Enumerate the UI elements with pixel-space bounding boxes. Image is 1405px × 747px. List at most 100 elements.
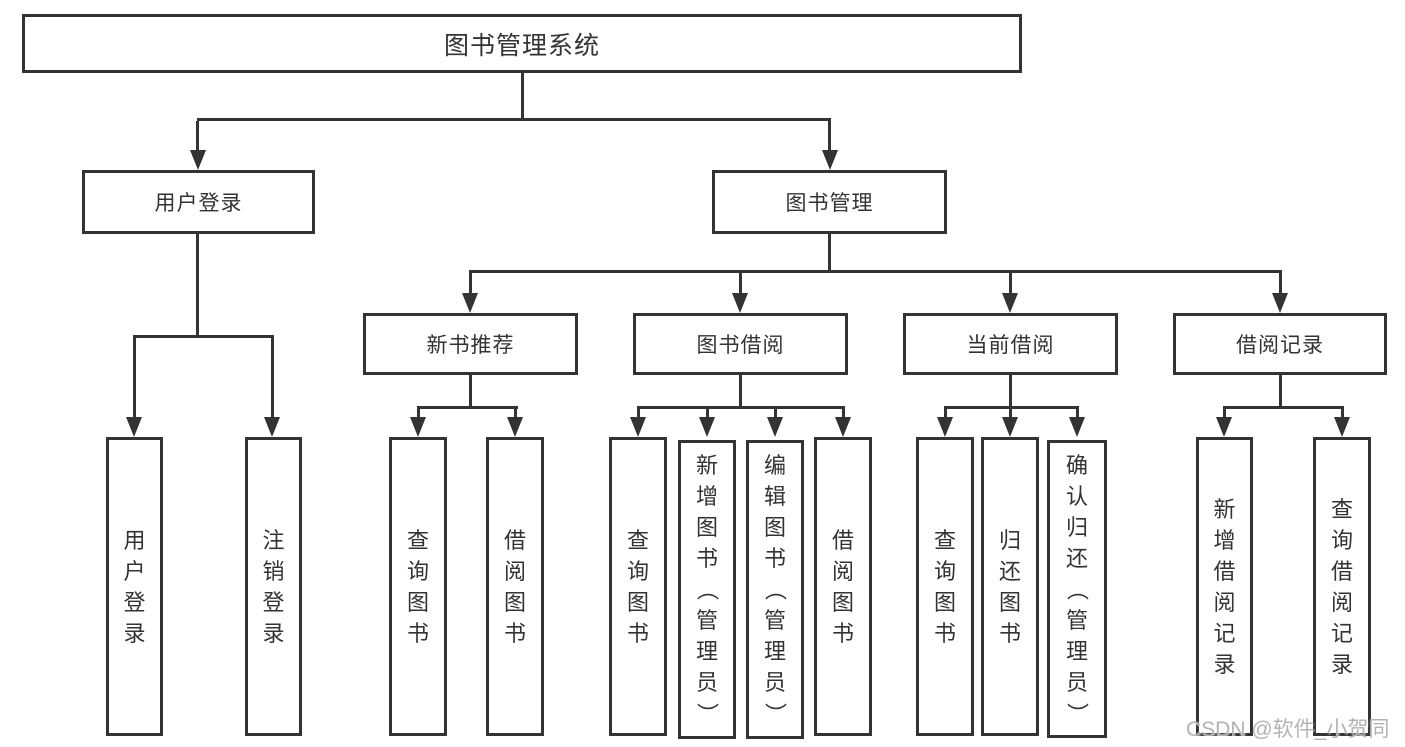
arrow-down-icon xyxy=(699,417,715,437)
vertical-char: 记 xyxy=(1213,620,1236,646)
node-current-borrow: 当前借阅 xyxy=(903,313,1118,375)
vertical-char: 归 xyxy=(998,527,1021,553)
vertical-char: 注 xyxy=(262,527,285,553)
arrow-down-icon xyxy=(822,150,838,170)
connector-line xyxy=(1076,409,1079,418)
arrow-down-icon xyxy=(190,150,206,170)
arrow-down-icon xyxy=(732,293,748,313)
node-borrow-records-label: 借阅记录 xyxy=(1236,334,1324,357)
leaf-user-login: 用户登录 xyxy=(106,437,163,736)
vertical-char: 还 xyxy=(998,558,1021,584)
vertical-char: 确 xyxy=(1065,452,1088,478)
vertical-char: 新 xyxy=(695,453,718,478)
connector-line xyxy=(133,338,136,418)
vertical-char: 图 xyxy=(831,589,854,615)
vertical-char: 户 xyxy=(123,558,146,584)
arrow-down-icon xyxy=(1002,293,1018,313)
node-new-book-recommend-label: 新书推荐 xyxy=(426,334,515,357)
vertical-char: 书 xyxy=(831,620,854,646)
vertical-char: 书 xyxy=(763,546,786,571)
vertical-char: 图 xyxy=(763,515,786,540)
vertical-char: 理 xyxy=(695,639,718,664)
vertical-char: 录 xyxy=(262,620,285,646)
leaf-borrow-books-recommend: 借阅图书 xyxy=(486,437,544,736)
node-book-borrow: 图书借阅 xyxy=(633,313,848,375)
connector-line xyxy=(828,121,831,152)
node-user-login-branch: 用户登录 xyxy=(82,170,315,234)
vertical-char: 图 xyxy=(933,589,956,615)
vertical-char: 辑 xyxy=(763,484,786,509)
connector-line xyxy=(197,118,831,121)
vertical-char: 询 xyxy=(406,558,429,584)
vertical-char: 阅 xyxy=(503,558,526,584)
vertical-char: 管 xyxy=(1065,607,1088,633)
vertical-char: ） xyxy=(762,702,788,725)
connector-line xyxy=(1009,375,1012,409)
vertical-char: 图 xyxy=(503,589,526,615)
connector-line xyxy=(514,409,517,418)
connector-line xyxy=(637,409,640,418)
node-user-login-branch-label: 用户登录 xyxy=(154,192,243,215)
arrow-down-icon xyxy=(835,417,851,437)
vertical-char: 图 xyxy=(695,515,718,540)
vertical-char: 借 xyxy=(831,527,854,553)
vertical-char: 书 xyxy=(503,620,526,646)
connector-line xyxy=(1009,273,1012,294)
vertical-char: 记 xyxy=(1330,620,1353,646)
vertical-char: 阅 xyxy=(1213,589,1236,615)
vertical-char: 理 xyxy=(1065,638,1088,664)
connector-line xyxy=(739,273,742,294)
arrow-down-icon xyxy=(1334,417,1350,437)
vertical-char: ） xyxy=(1064,701,1090,725)
vertical-char: 员 xyxy=(695,670,718,695)
leaf-query-books-borrow: 查询图书 xyxy=(609,437,667,736)
vertical-char: 图 xyxy=(626,589,649,615)
arrow-down-icon xyxy=(1002,417,1018,437)
csdn-watermark: CSDN @软件_小贺同学 xyxy=(1186,718,1390,741)
node-root-label: 图书管理系统 xyxy=(443,31,600,60)
node-root: 图书管理系统 xyxy=(22,14,1022,73)
connector-line xyxy=(774,409,777,418)
node-book-management-label: 图书管理 xyxy=(785,192,874,215)
vertical-char: 登 xyxy=(262,589,285,615)
vertical-char: 还 xyxy=(1065,545,1088,571)
leaf-logout: 注销登录 xyxy=(245,437,302,736)
arrow-down-icon xyxy=(937,417,953,437)
vertical-char: 书 xyxy=(406,620,429,646)
connector-line xyxy=(1341,409,1344,418)
arrow-down-icon xyxy=(767,417,783,437)
connector-line xyxy=(417,406,518,409)
vertical-char: 阅 xyxy=(1330,589,1353,615)
arrow-down-icon xyxy=(264,417,280,437)
node-borrow-records: 借阅记录 xyxy=(1173,313,1387,375)
vertical-char: 员 xyxy=(1065,669,1088,695)
vertical-char: 认 xyxy=(1065,483,1088,509)
connector-line xyxy=(706,409,709,418)
vertical-char: 登 xyxy=(123,589,146,615)
connector-line xyxy=(469,273,472,294)
connector-line xyxy=(196,234,199,338)
connector-line xyxy=(133,335,274,338)
vertical-char: 查 xyxy=(406,527,429,553)
connector-line xyxy=(469,270,1282,273)
vertical-char: 询 xyxy=(1330,527,1353,553)
node-book-management: 图书管理 xyxy=(712,170,947,234)
vertical-char: 新 xyxy=(1213,496,1236,522)
vertical-char: ） xyxy=(694,702,720,725)
connector-line xyxy=(271,338,274,418)
connector-line xyxy=(637,406,845,409)
vertical-char: 查 xyxy=(626,527,649,553)
connector-line xyxy=(196,121,199,152)
leaf-confirm-return-admin: 确认归还（管理员） xyxy=(1047,440,1107,738)
connector-line xyxy=(521,73,524,120)
arrow-down-icon xyxy=(1272,293,1288,313)
vertical-char: （ xyxy=(694,578,720,601)
vertical-char: 销 xyxy=(262,558,285,584)
leaf-query-books-current: 查询图书 xyxy=(916,437,974,736)
vertical-char: 录 xyxy=(1213,651,1236,677)
leaf-edit-book-admin: 编辑图书（管理员） xyxy=(746,440,804,739)
node-new-book-recommend: 新书推荐 xyxy=(363,313,578,375)
vertical-char: 录 xyxy=(123,620,146,646)
arrow-down-icon xyxy=(630,417,646,437)
